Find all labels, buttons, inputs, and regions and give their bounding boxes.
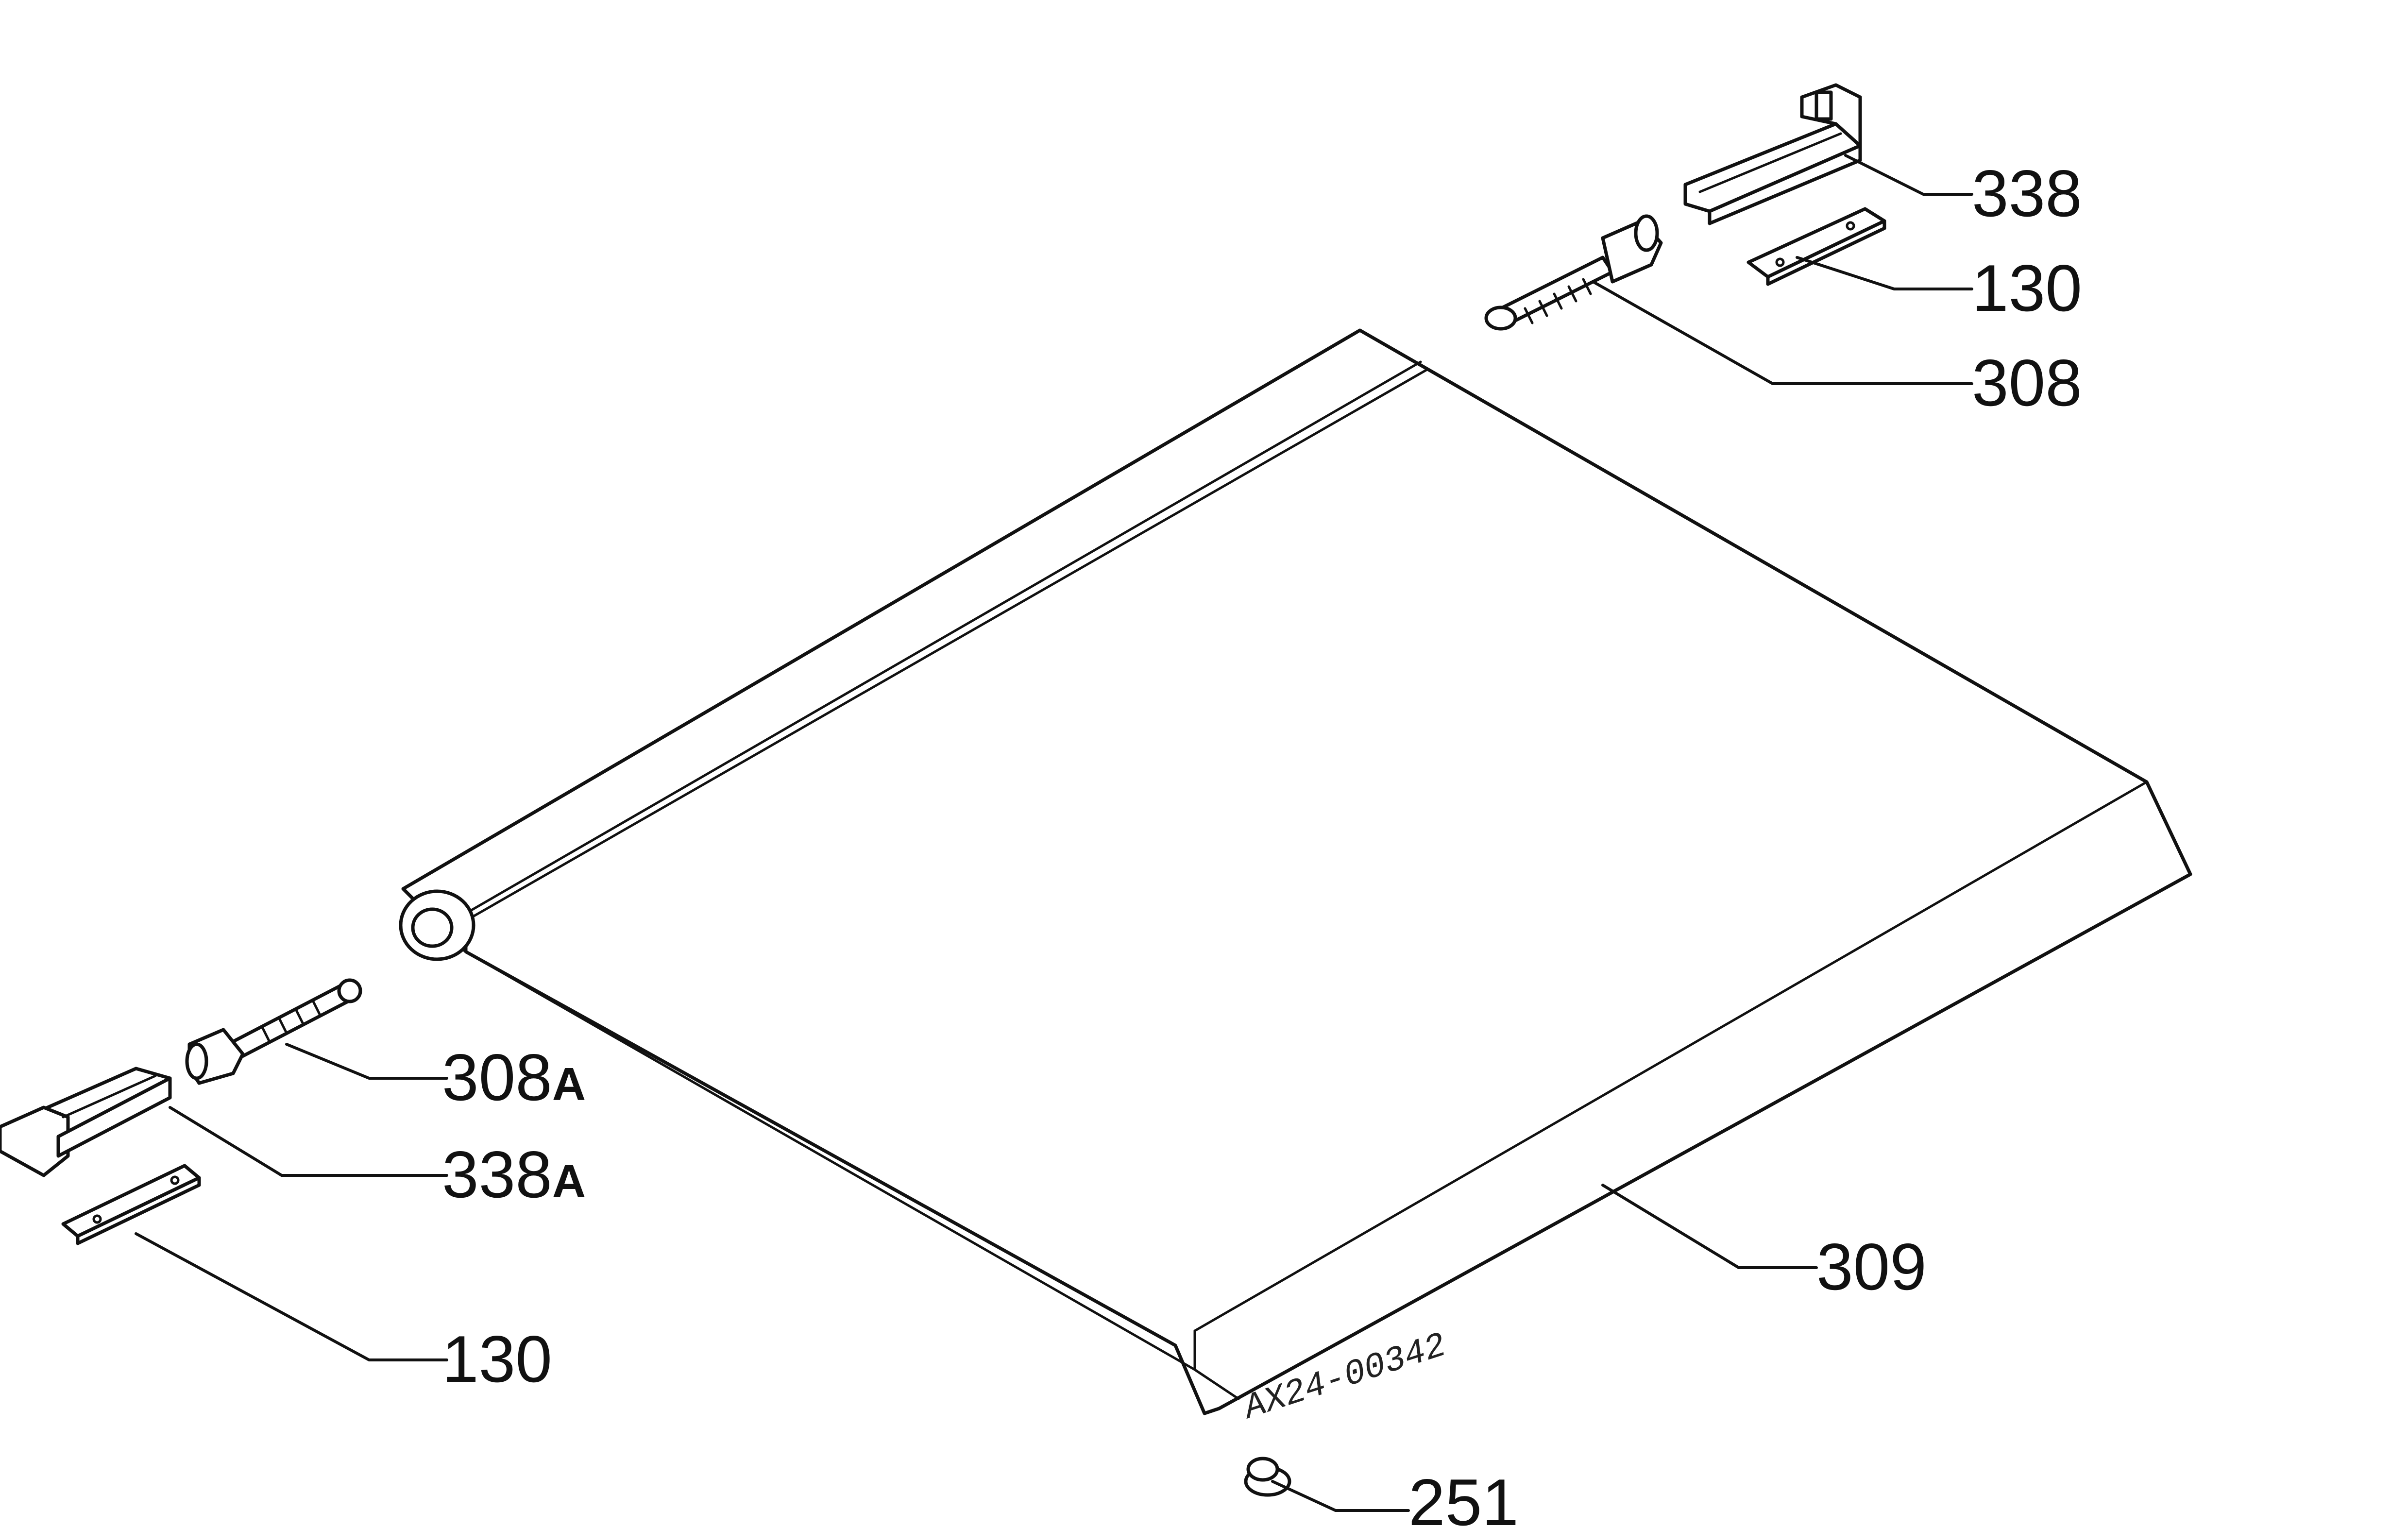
- callout-338a: 338A: [442, 1138, 586, 1211]
- callout-308a-number: 308: [442, 1040, 552, 1114]
- callout-308: 308: [1972, 346, 2082, 420]
- callout-308a: 308A: [442, 1040, 586, 1114]
- callout-130-left: 130: [442, 1322, 552, 1396]
- callout-338a-suffix: A: [552, 1155, 586, 1207]
- hinge-bracket-338: [1683, 83, 1862, 225]
- hinge-bracket-338a: [0, 1067, 172, 1177]
- leader-lines: [135, 154, 1973, 1512]
- mounting-plate-130-left: [61, 1164, 201, 1245]
- callout-308a-suffix: A: [552, 1058, 586, 1110]
- callout-338: 338: [1972, 156, 2082, 230]
- mounting-plate-130-top: [1747, 207, 1886, 286]
- rubber-foot-251: [1244, 1457, 1291, 1497]
- callout-309: 309: [1816, 1230, 1927, 1304]
- hinge-pin-308: [1484, 214, 1663, 331]
- callout-338a-number: 338: [442, 1138, 552, 1211]
- cover-panel: [399, 328, 2192, 1415]
- callout-130-top: 130: [1972, 251, 2082, 325]
- hinge-pin-308a: [185, 978, 362, 1085]
- callout-251: 251: [1408, 1465, 1519, 1528]
- callout-labels: 338 130 308 308A 338A 130 309 251: [442, 156, 2082, 1528]
